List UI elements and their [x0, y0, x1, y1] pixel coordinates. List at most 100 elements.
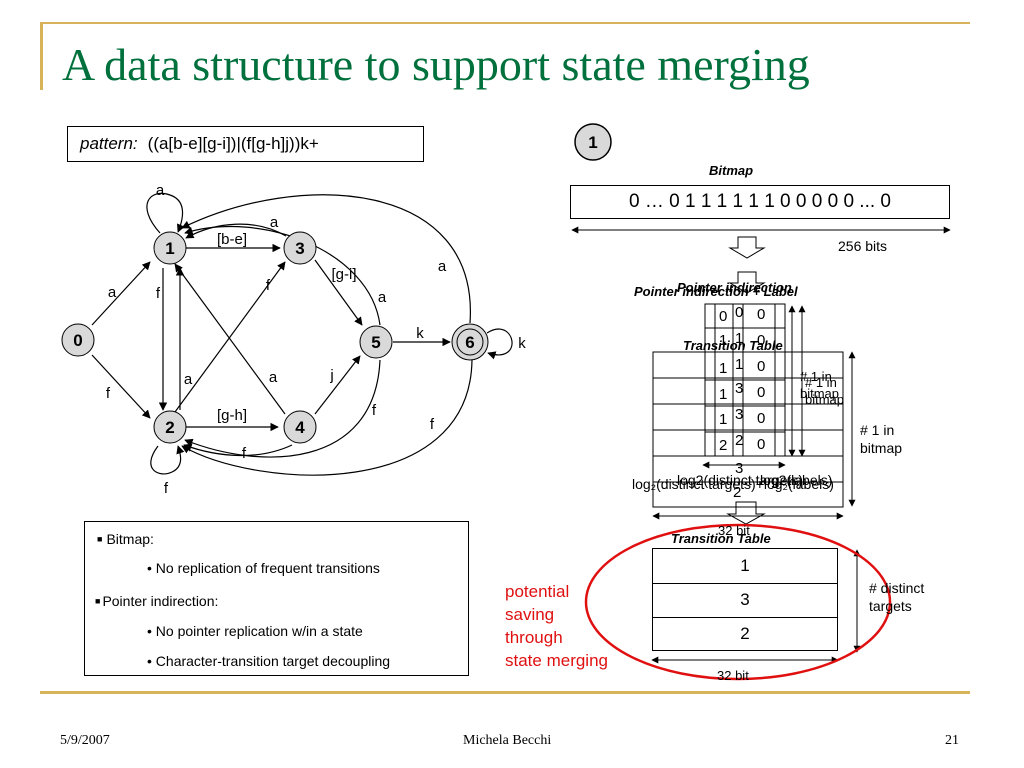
edge-labels: a a f [b-e] f a f [g-i] a [g-h] a j f k …: [106, 182, 526, 497]
saving-highlight-ellipse: [584, 523, 892, 681]
title-rule-left: [40, 22, 43, 90]
tt-width-label: 32 bit: [717, 668, 749, 683]
down-arrow-3: [726, 501, 766, 525]
tt-row-3: 2: [740, 624, 750, 643]
node-0-label: 0: [73, 331, 82, 350]
ghost-pointer-label-heading: Pointer indirection + Label: [634, 284, 798, 299]
node-4-label: 4: [295, 418, 305, 437]
node-6: 6: [451, 323, 489, 361]
step-badge: [574, 123, 612, 161]
label-2-1: a: [184, 371, 193, 388]
label-2-3: f: [266, 277, 271, 294]
node-1-label: 1: [165, 239, 174, 258]
node-3: 3: [283, 231, 317, 265]
label-0-2: f: [106, 385, 111, 402]
label-4-2: f: [242, 445, 247, 462]
ghost-c-5: 0: [757, 436, 766, 453]
node-4: 4: [283, 410, 317, 444]
tt-heading: Transition Table: [671, 531, 771, 546]
node-5-label: 5: [371, 333, 380, 352]
edge-5-2: [184, 359, 381, 458]
ghost-b-2: 1: [735, 356, 744, 373]
ghost-b-3: 3: [735, 380, 744, 397]
footer-rule: [40, 691, 970, 694]
label-6-2: f: [430, 416, 435, 433]
edge-4-2: [183, 443, 293, 457]
potential-saving-note: potential saving through state merging: [505, 580, 608, 672]
tt-row-1: 1: [740, 556, 750, 575]
ghost-transition-heading: Transition Table: [683, 338, 783, 353]
ghost-c-3: 0: [757, 384, 766, 401]
bullet-square-icon: ■: [97, 534, 103, 544]
label-2-4: [g-h]: [217, 407, 247, 424]
tt-count-label: # distinct targets: [869, 580, 925, 614]
note-pointer-detail-1: • No pointer replication w/in a state: [147, 623, 363, 639]
edge-0-1: [91, 261, 151, 326]
ghost-b-0: 0: [735, 304, 744, 321]
ghost-log-label-b: log2(labels): [760, 472, 833, 488]
label-1-2: f: [156, 285, 161, 302]
node-1: 1: [153, 231, 187, 265]
note-pointer: ■Pointer indirection:: [95, 593, 219, 609]
pattern-box: pattern:((a[b-e][g-i])|(f[g-h]j))k+: [67, 126, 424, 162]
label-0-1: a: [108, 284, 117, 301]
ghost-a-1: 1: [719, 332, 728, 349]
ghost-a-2: 1: [719, 360, 728, 377]
ghost-log-label-a: log2(distinct targets): [677, 472, 804, 488]
node-0: 0: [61, 323, 95, 357]
label-4-1: a: [269, 369, 278, 386]
edge-6-2: [181, 359, 473, 476]
ghost-a-5: 2: [719, 437, 728, 454]
pattern-label: pattern:: [80, 134, 138, 153]
label-1-3: [b-e]: [217, 231, 247, 248]
note-bitmap-detail: • No replication of frequent transitions: [147, 560, 380, 576]
automaton-nodes: 0 1 2 3 4 5 6: [61, 231, 489, 444]
ghost-d-0: 3: [735, 460, 744, 477]
footer-date: 5/9/2007: [60, 733, 110, 748]
tt-row-2: 3: [740, 590, 750, 609]
node-2-label: 2: [165, 418, 174, 437]
notes-box: ■Bitmap: • No replication of frequent tr…: [84, 521, 469, 676]
ghost-a-0: 0: [719, 308, 728, 325]
node-6-label: 6: [465, 333, 474, 352]
edge-loop-2: [150, 445, 185, 475]
ghost-b-4: 3: [735, 406, 744, 423]
ghost-pointer-heading: Pointer indirection: [677, 280, 792, 295]
label-3-5: [g-i]: [331, 266, 356, 283]
potential-line-1: potential: [505, 582, 570, 601]
note-bitmap: ■Bitmap:: [97, 531, 154, 547]
edge-3-1: [185, 223, 287, 239]
edge-2-3: [174, 261, 286, 413]
footer-page: 21: [945, 733, 959, 748]
note-pointer-detail-2: • Character-transition target decoupling: [147, 653, 391, 669]
label-3-1: a: [270, 214, 279, 231]
ghost-c-2: 0: [757, 358, 766, 375]
edge-4-5: [314, 355, 361, 415]
edge-3-5: [314, 259, 363, 326]
label-loop-1: a: [156, 182, 165, 199]
down-arrow-2: [728, 271, 766, 294]
label-loop-2: f: [164, 480, 169, 497]
transition-table: 1 3 2: [652, 548, 838, 651]
ghost-c-1: 0: [757, 332, 766, 349]
down-arrow-1: [728, 236, 766, 259]
label-4-5: j: [329, 367, 333, 384]
title-rule-top: [40, 22, 970, 24]
ghost-tables: [652, 303, 844, 508]
bitmap-size-label: 256 bits: [838, 238, 888, 254]
ghost-width-label: 32 bit: [718, 523, 750, 538]
ghost-a-4: 1: [719, 411, 728, 428]
label-6-1: a: [438, 258, 447, 275]
label-5-2: f: [372, 402, 377, 419]
node-2: 2: [153, 410, 187, 444]
ghost-count-label-a: # 1 in bitmap: [800, 369, 840, 401]
bitmap-heading: Bitmap: [709, 163, 754, 178]
ghost-c-0: 0: [757, 306, 766, 323]
ghost-b-5: 2: [735, 432, 744, 449]
ghost-log-label-full: log₂(distinct targets)+log₂(labels): [632, 476, 834, 492]
label-5-1: a: [378, 289, 387, 306]
slide-title: A data structure to support state mergin…: [62, 39, 810, 90]
potential-line-3: through: [505, 628, 563, 647]
label-5-6: k: [416, 325, 424, 342]
